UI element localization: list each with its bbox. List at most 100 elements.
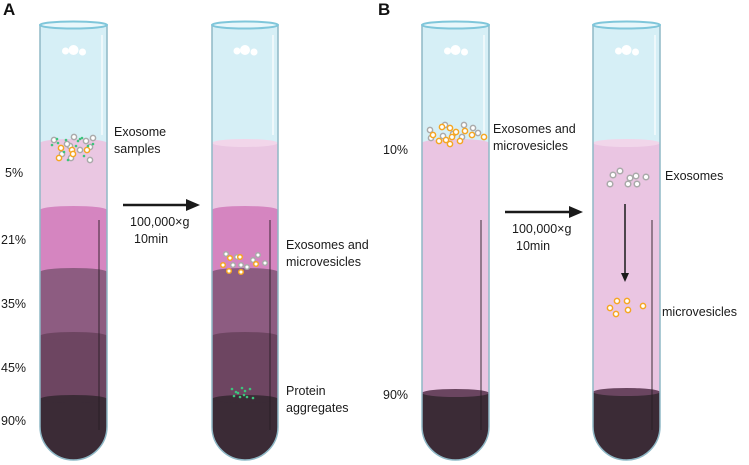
- bubble-icon: [461, 48, 468, 56]
- microvesicle-particle: [446, 140, 454, 148]
- microvesicle-particle: [442, 136, 450, 144]
- bubble-icon: [450, 45, 461, 55]
- microvesicle-particle: [446, 124, 454, 132]
- tube-contents: [593, 25, 660, 460]
- bubble-icon: [444, 47, 451, 55]
- protein-particle: [62, 150, 66, 154]
- exosome-particle: [70, 133, 78, 141]
- microvesicle-particle: [83, 146, 91, 154]
- protein-particle: [234, 390, 238, 394]
- bubble-icon: [62, 47, 69, 55]
- tube-outline: [421, 24, 490, 461]
- percent-5: 5%: [5, 166, 24, 180]
- microvesicle-particle: [606, 304, 614, 312]
- arrow-head-icon: [186, 199, 200, 211]
- tube-a2: [211, 20, 279, 461]
- percent-35: 35%: [1, 297, 27, 311]
- microvesicle-particle: [237, 268, 245, 276]
- microvesicle-particle: [468, 131, 476, 139]
- tube-a1: [39, 20, 108, 461]
- tube-contents: [40, 25, 107, 460]
- microvesicle-particle: [448, 133, 456, 141]
- tube-rim: [39, 20, 108, 30]
- microvesicle-particle: [480, 133, 488, 141]
- layer-21-surface: [212, 206, 278, 214]
- layer-45-surface: [212, 332, 278, 340]
- microvesicle-particle: [624, 306, 632, 314]
- panel-a-letter: A: [3, 0, 16, 19]
- exosome-particle: [460, 121, 468, 129]
- gradient-10-90-surface: [593, 139, 660, 147]
- exosome-particle: [243, 263, 251, 271]
- tube-rim: [211, 20, 279, 30]
- exosome-particle: [249, 256, 257, 264]
- layer-90: [422, 393, 489, 460]
- tube-rim: [592, 20, 661, 30]
- tube-contents: [422, 25, 489, 460]
- exosomes-label: Exosomes: [665, 169, 724, 183]
- exosome-particle: [82, 137, 90, 145]
- protein-particle: [232, 394, 236, 398]
- microvesicle-particle: [613, 297, 621, 305]
- microvesicle-particle: [435, 137, 443, 145]
- protein-particle: [240, 386, 244, 390]
- microvesicle-particle: [236, 253, 244, 261]
- layer-90: [593, 392, 660, 460]
- exosome-particle: [222, 250, 230, 258]
- protein-particle: [66, 158, 70, 162]
- exosome-particle: [609, 171, 617, 179]
- exosome-particle: [633, 180, 641, 188]
- microvesicle-particle: [623, 297, 631, 305]
- tube-b2: [592, 20, 661, 461]
- tube-outline: [592, 24, 661, 461]
- exosome-particle: [606, 180, 614, 188]
- percent-10: 10%: [383, 143, 409, 157]
- protein-particle: [56, 141, 60, 145]
- tube-b1: [421, 20, 490, 461]
- percent-90-b: 90%: [383, 388, 409, 402]
- exosome-particle: [426, 126, 434, 134]
- microvesicle-particle: [219, 261, 227, 269]
- microvesicle-particle: [57, 144, 65, 152]
- exosome-particle: [89, 134, 97, 142]
- bubble-icon: [68, 45, 79, 55]
- protein-particle: [242, 393, 246, 397]
- exosome-particle: [616, 167, 624, 175]
- protein-particle: [230, 387, 234, 391]
- layer-21-surface: [40, 206, 107, 214]
- protein-particle: [251, 396, 255, 400]
- microvesicle-particle: [461, 127, 469, 135]
- exosome-particle: [624, 180, 632, 188]
- microvesicle-particle: [639, 302, 647, 310]
- arrow-head-icon: [569, 206, 583, 218]
- exosome-particle: [76, 146, 84, 154]
- microvesicle-particle: [456, 137, 464, 145]
- exosome-particle: [642, 173, 650, 181]
- exosome-particle: [474, 129, 482, 137]
- protein-particle: [86, 144, 90, 148]
- protein-particle: [248, 387, 252, 391]
- protein-particle: [74, 144, 78, 148]
- exosome-particle: [632, 172, 640, 180]
- exosome-particle: [237, 261, 245, 269]
- exosome-particle: [469, 124, 477, 132]
- bubble-icon: [79, 48, 86, 56]
- microvesicle-particle: [55, 154, 63, 162]
- microvesicle-particle: [252, 260, 260, 268]
- bubble-icon: [233, 47, 241, 55]
- protein-particle: [78, 137, 82, 141]
- layer-90: [40, 399, 107, 460]
- layer-90-surface: [422, 389, 489, 397]
- protein-particle: [55, 137, 59, 141]
- exosome-particle: [50, 136, 58, 144]
- bubble-icon: [240, 45, 250, 55]
- exosome-particle: [626, 174, 634, 182]
- microvesicle-particle: [438, 123, 446, 131]
- layer-45-surface: [40, 332, 107, 340]
- protein-particle: [80, 136, 84, 140]
